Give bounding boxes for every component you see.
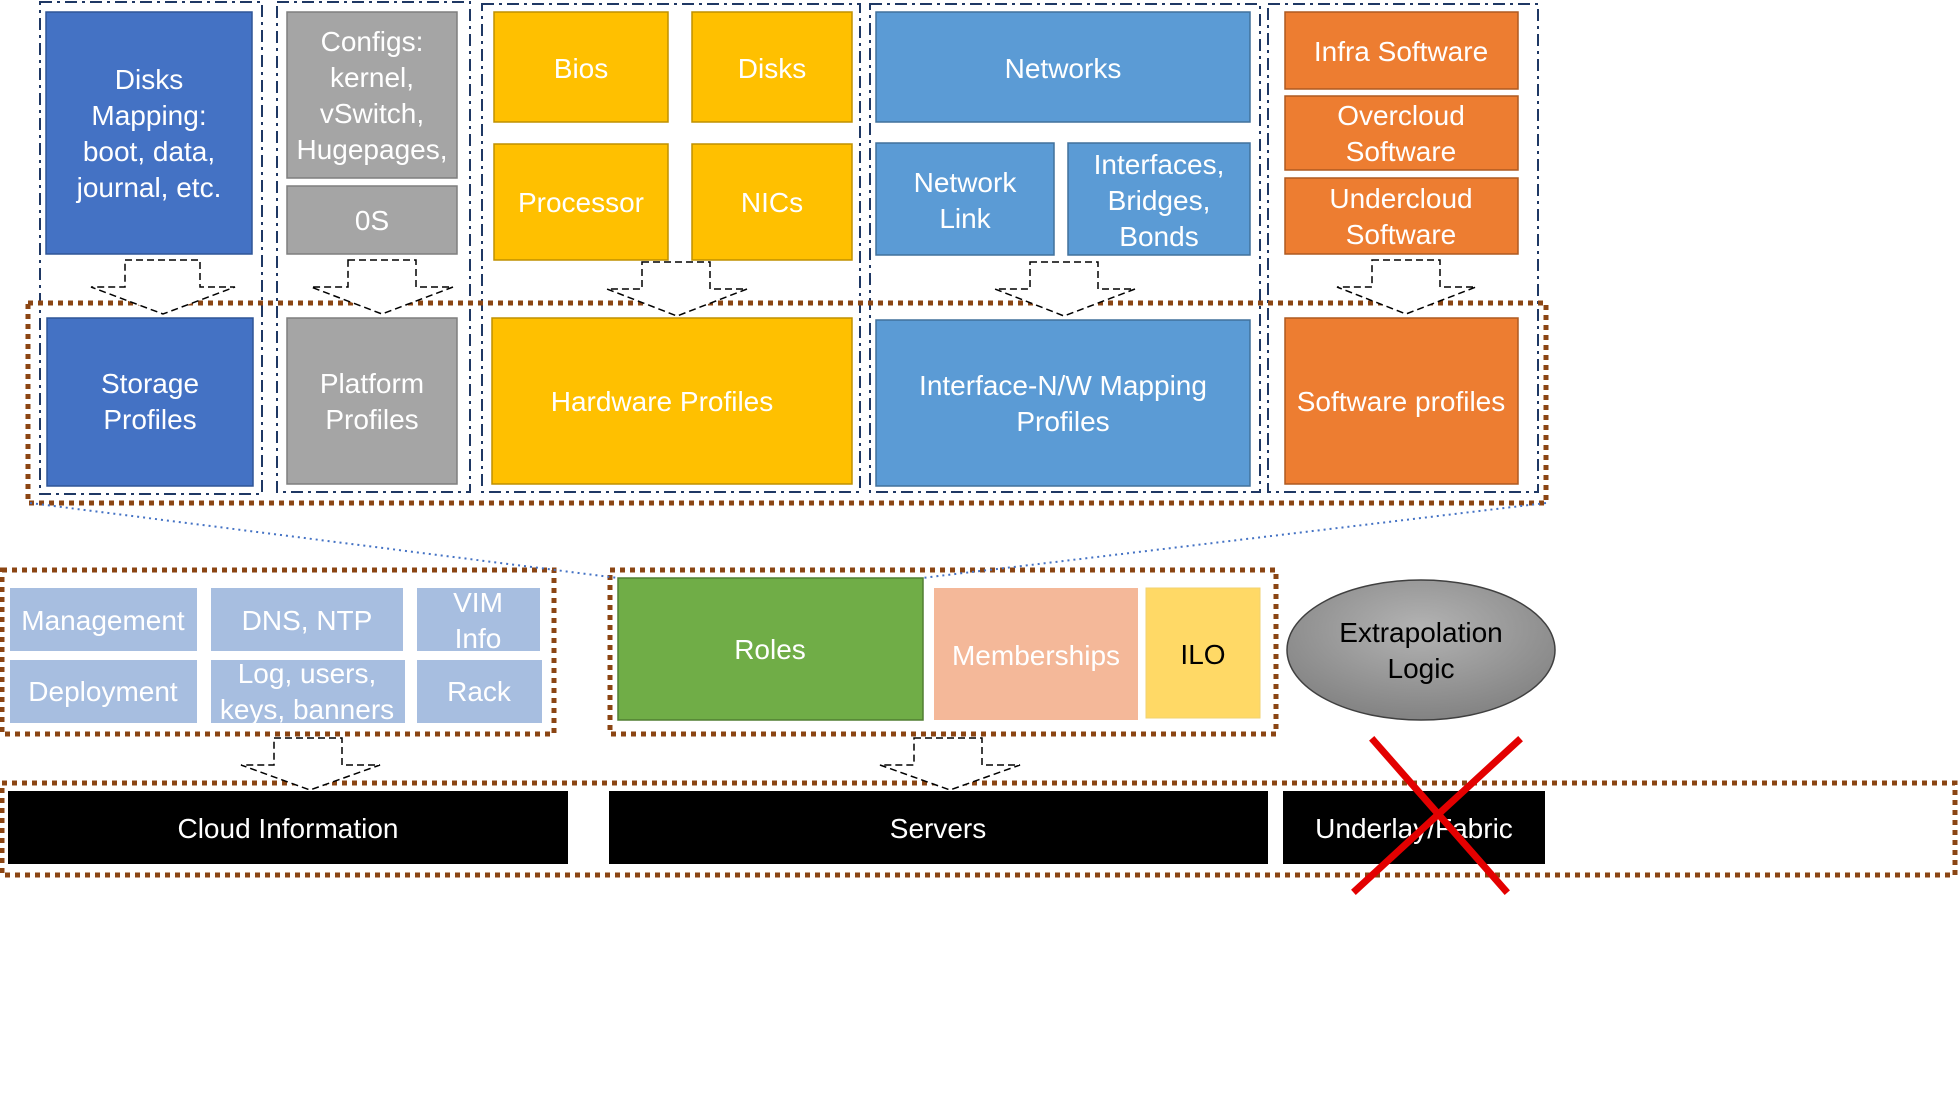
roles-box[interactable] [617, 577, 924, 721]
nics-label: NICs [741, 187, 803, 218]
overcloud-software-box[interactable] [1284, 95, 1519, 171]
configs-label: Configs:kernel,vSwitch,Hugepages, [296, 26, 447, 165]
configs-box[interactable] [286, 11, 458, 179]
rack-box[interactable] [417, 660, 542, 723]
roles-label: Roles [734, 634, 806, 665]
processor-box[interactable] [493, 143, 669, 261]
dns-ntp-box[interactable] [211, 588, 403, 651]
arrow-servers [879, 737, 1021, 791]
management-label: Management [21, 605, 185, 636]
nics-box[interactable] [691, 143, 853, 261]
arrow-network [994, 261, 1136, 317]
memberships-box[interactable] [934, 588, 1138, 720]
disks-mapping-box[interactable] [45, 11, 253, 255]
platform-profiles-box[interactable] [286, 317, 458, 485]
interface-mapping-profiles-box[interactable] [875, 319, 1251, 487]
perspective-line-right [921, 502, 1547, 579]
rack-label: Rack [447, 676, 512, 707]
os-box[interactable] [286, 185, 458, 255]
infra-software-label: Infra Software [1314, 36, 1488, 67]
vim-info-box[interactable] [417, 588, 540, 651]
bios-label: Bios [554, 53, 608, 84]
os-label: 0S [355, 205, 389, 236]
cloud-information-label: Cloud Information [177, 813, 398, 844]
cloud-information-bar[interactable] [8, 791, 568, 864]
management-box[interactable] [10, 588, 197, 651]
infra-software-box[interactable] [1284, 11, 1519, 90]
bottom-group [0, 780, 1958, 878]
hardware-profiles-label: Hardware Profiles [551, 386, 774, 417]
processor-label: Processor [518, 187, 644, 218]
log-users-box[interactable] [211, 660, 405, 723]
extrapolation-logic-ellipse[interactable] [1286, 579, 1556, 721]
bios-box[interactable] [493, 11, 669, 123]
cloud-info-group [0, 567, 557, 737]
perspective-line-left [29, 502, 619, 579]
software-column [1267, 3, 1539, 493]
dns-ntp-label: DNS, NTP [242, 605, 373, 636]
networks-box[interactable] [875, 11, 1251, 123]
hardware-column [481, 3, 861, 493]
storage-profiles-box[interactable] [46, 317, 254, 487]
networks-label: Networks [1005, 53, 1122, 84]
arrow-storage [90, 259, 236, 315]
log-users-label: Log, users,keys, banners [220, 658, 394, 725]
software-profiles-box[interactable] [1284, 317, 1519, 485]
interfaces-label: Interfaces,Bridges,Bonds [1094, 149, 1225, 252]
deployment-label: Deployment [28, 676, 178, 707]
servers-bar[interactable] [609, 791, 1268, 864]
deployment-box[interactable] [10, 660, 197, 723]
ilo-box[interactable] [1145, 587, 1261, 719]
storage-column [39, 1, 263, 495]
interfaces-box[interactable] [1067, 142, 1251, 256]
ilo-label: ILO [1180, 639, 1225, 670]
network-column [869, 3, 1261, 493]
arrow-software [1336, 259, 1477, 315]
disks-box[interactable] [691, 11, 853, 123]
servers-group [607, 567, 1279, 737]
arrow-cloud-info [240, 737, 381, 791]
arrow-platform [310, 259, 454, 315]
platform-column [276, 1, 471, 493]
hardware-profiles-box[interactable] [491, 317, 853, 485]
memberships-label: Memberships [952, 640, 1120, 671]
underlay-fabric-bar[interactable] [1283, 791, 1545, 864]
cross-out-line-b [1351, 736, 1523, 895]
servers-label: Servers [890, 813, 986, 844]
network-link-box[interactable] [875, 142, 1055, 256]
disks-label: Disks [738, 53, 806, 84]
arrow-hardware [606, 261, 748, 317]
undercloud-software-box[interactable] [1284, 177, 1519, 255]
software-profiles-label: Software profiles [1297, 386, 1506, 417]
